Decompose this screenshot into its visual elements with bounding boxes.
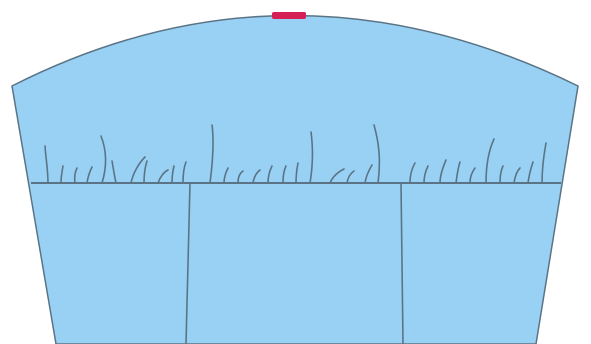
- hair-stroke: [513, 167, 521, 184]
- hair-stroke: [143, 160, 148, 184]
- hair-stroke: [209, 124, 214, 184]
- hair-stroke: [346, 170, 355, 184]
- hair-stroke: [423, 165, 429, 184]
- hair-stroke: [157, 169, 169, 184]
- hair-stroke: [267, 165, 273, 184]
- hair-stroke: [527, 161, 534, 184]
- hair-stroke: [100, 135, 107, 184]
- hair-stroke: [485, 138, 495, 184]
- hair-stroke: [373, 124, 381, 184]
- hair-stroke: [282, 165, 287, 184]
- hair-stroke: [252, 169, 261, 184]
- hair-stroke: [329, 168, 345, 184]
- hair-stroke: [60, 165, 64, 184]
- hair-stroke: [171, 165, 175, 184]
- hair-stroke: [130, 156, 146, 184]
- hair-stroke: [86, 166, 93, 184]
- vertical-divider-left: [185, 182, 191, 344]
- hair-stroke: [111, 160, 117, 184]
- hair-strokes: [44, 124, 547, 184]
- hair-stroke: [44, 145, 49, 184]
- hair-stroke: [469, 167, 476, 184]
- hair-stroke: [223, 167, 229, 184]
- hair-stroke: [499, 165, 504, 184]
- hair-stroke: [541, 142, 547, 184]
- fan-shape: [11, 14, 579, 344]
- hair-stroke: [364, 164, 373, 184]
- hair-stroke: [182, 161, 187, 184]
- hair-stroke: [455, 161, 461, 184]
- hair-stroke: [237, 170, 244, 184]
- hair-stroke: [309, 131, 314, 184]
- hair-stroke: [295, 162, 299, 184]
- hair-stroke: [73, 167, 78, 184]
- hair-stroke: [409, 162, 416, 184]
- hair-stroke: [439, 159, 447, 184]
- vertical-divider-right: [400, 182, 404, 344]
- top-marker: [272, 12, 306, 19]
